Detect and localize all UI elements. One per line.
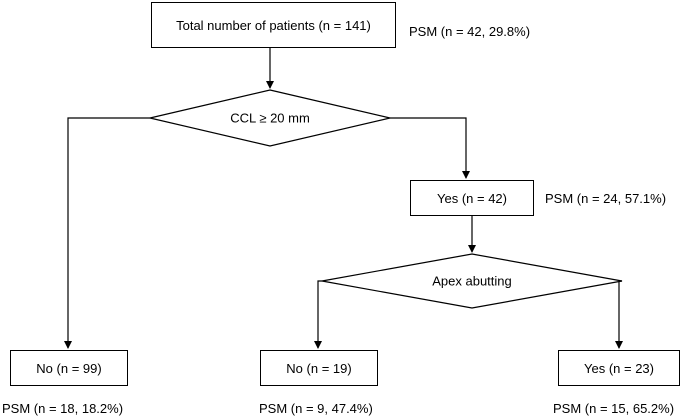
- decision2-diamond: [321, 253, 623, 309]
- no2-psm: PSM (n = 9, 47.4%): [259, 401, 373, 416]
- yes2-psm: PSM (n = 15, 65.2%): [553, 401, 675, 416]
- no2-box: No (n = 19): [260, 350, 378, 386]
- yes1-box: Yes (n = 42): [410, 180, 534, 216]
- decision2-label: Apex abutting: [432, 273, 512, 289]
- no2-label: No (n = 19): [286, 360, 352, 376]
- no1-box: No (n = 99): [10, 350, 128, 386]
- yes1-label: Yes (n = 42): [437, 190, 507, 206]
- root-psm: PSM (n = 42, 29.8%): [409, 24, 531, 39]
- yes2-label: Yes (n = 23): [584, 360, 654, 376]
- arrow-decision2-to-no2: [314, 280, 322, 349]
- no1-psm: PSM (n = 18, 18.2%): [2, 401, 124, 416]
- arrow-decision1-to-no1: [64, 117, 150, 349]
- decision1-diamond: [149, 89, 391, 147]
- no1-label: No (n = 99): [36, 360, 102, 376]
- root-box: Total number of patients (n = 141): [151, 2, 396, 48]
- yes1-psm: PSM (n = 24, 57.1%): [545, 191, 667, 206]
- decision1-label: CCL ≥ 20 mm: [230, 110, 310, 126]
- yes2-box: Yes (n = 23): [558, 350, 680, 386]
- root-label: Total number of patients (n = 141): [176, 17, 371, 33]
- arrow-decision2-to-yes2: [615, 280, 623, 349]
- arrow-decision1-to-yes1: [390, 117, 470, 179]
